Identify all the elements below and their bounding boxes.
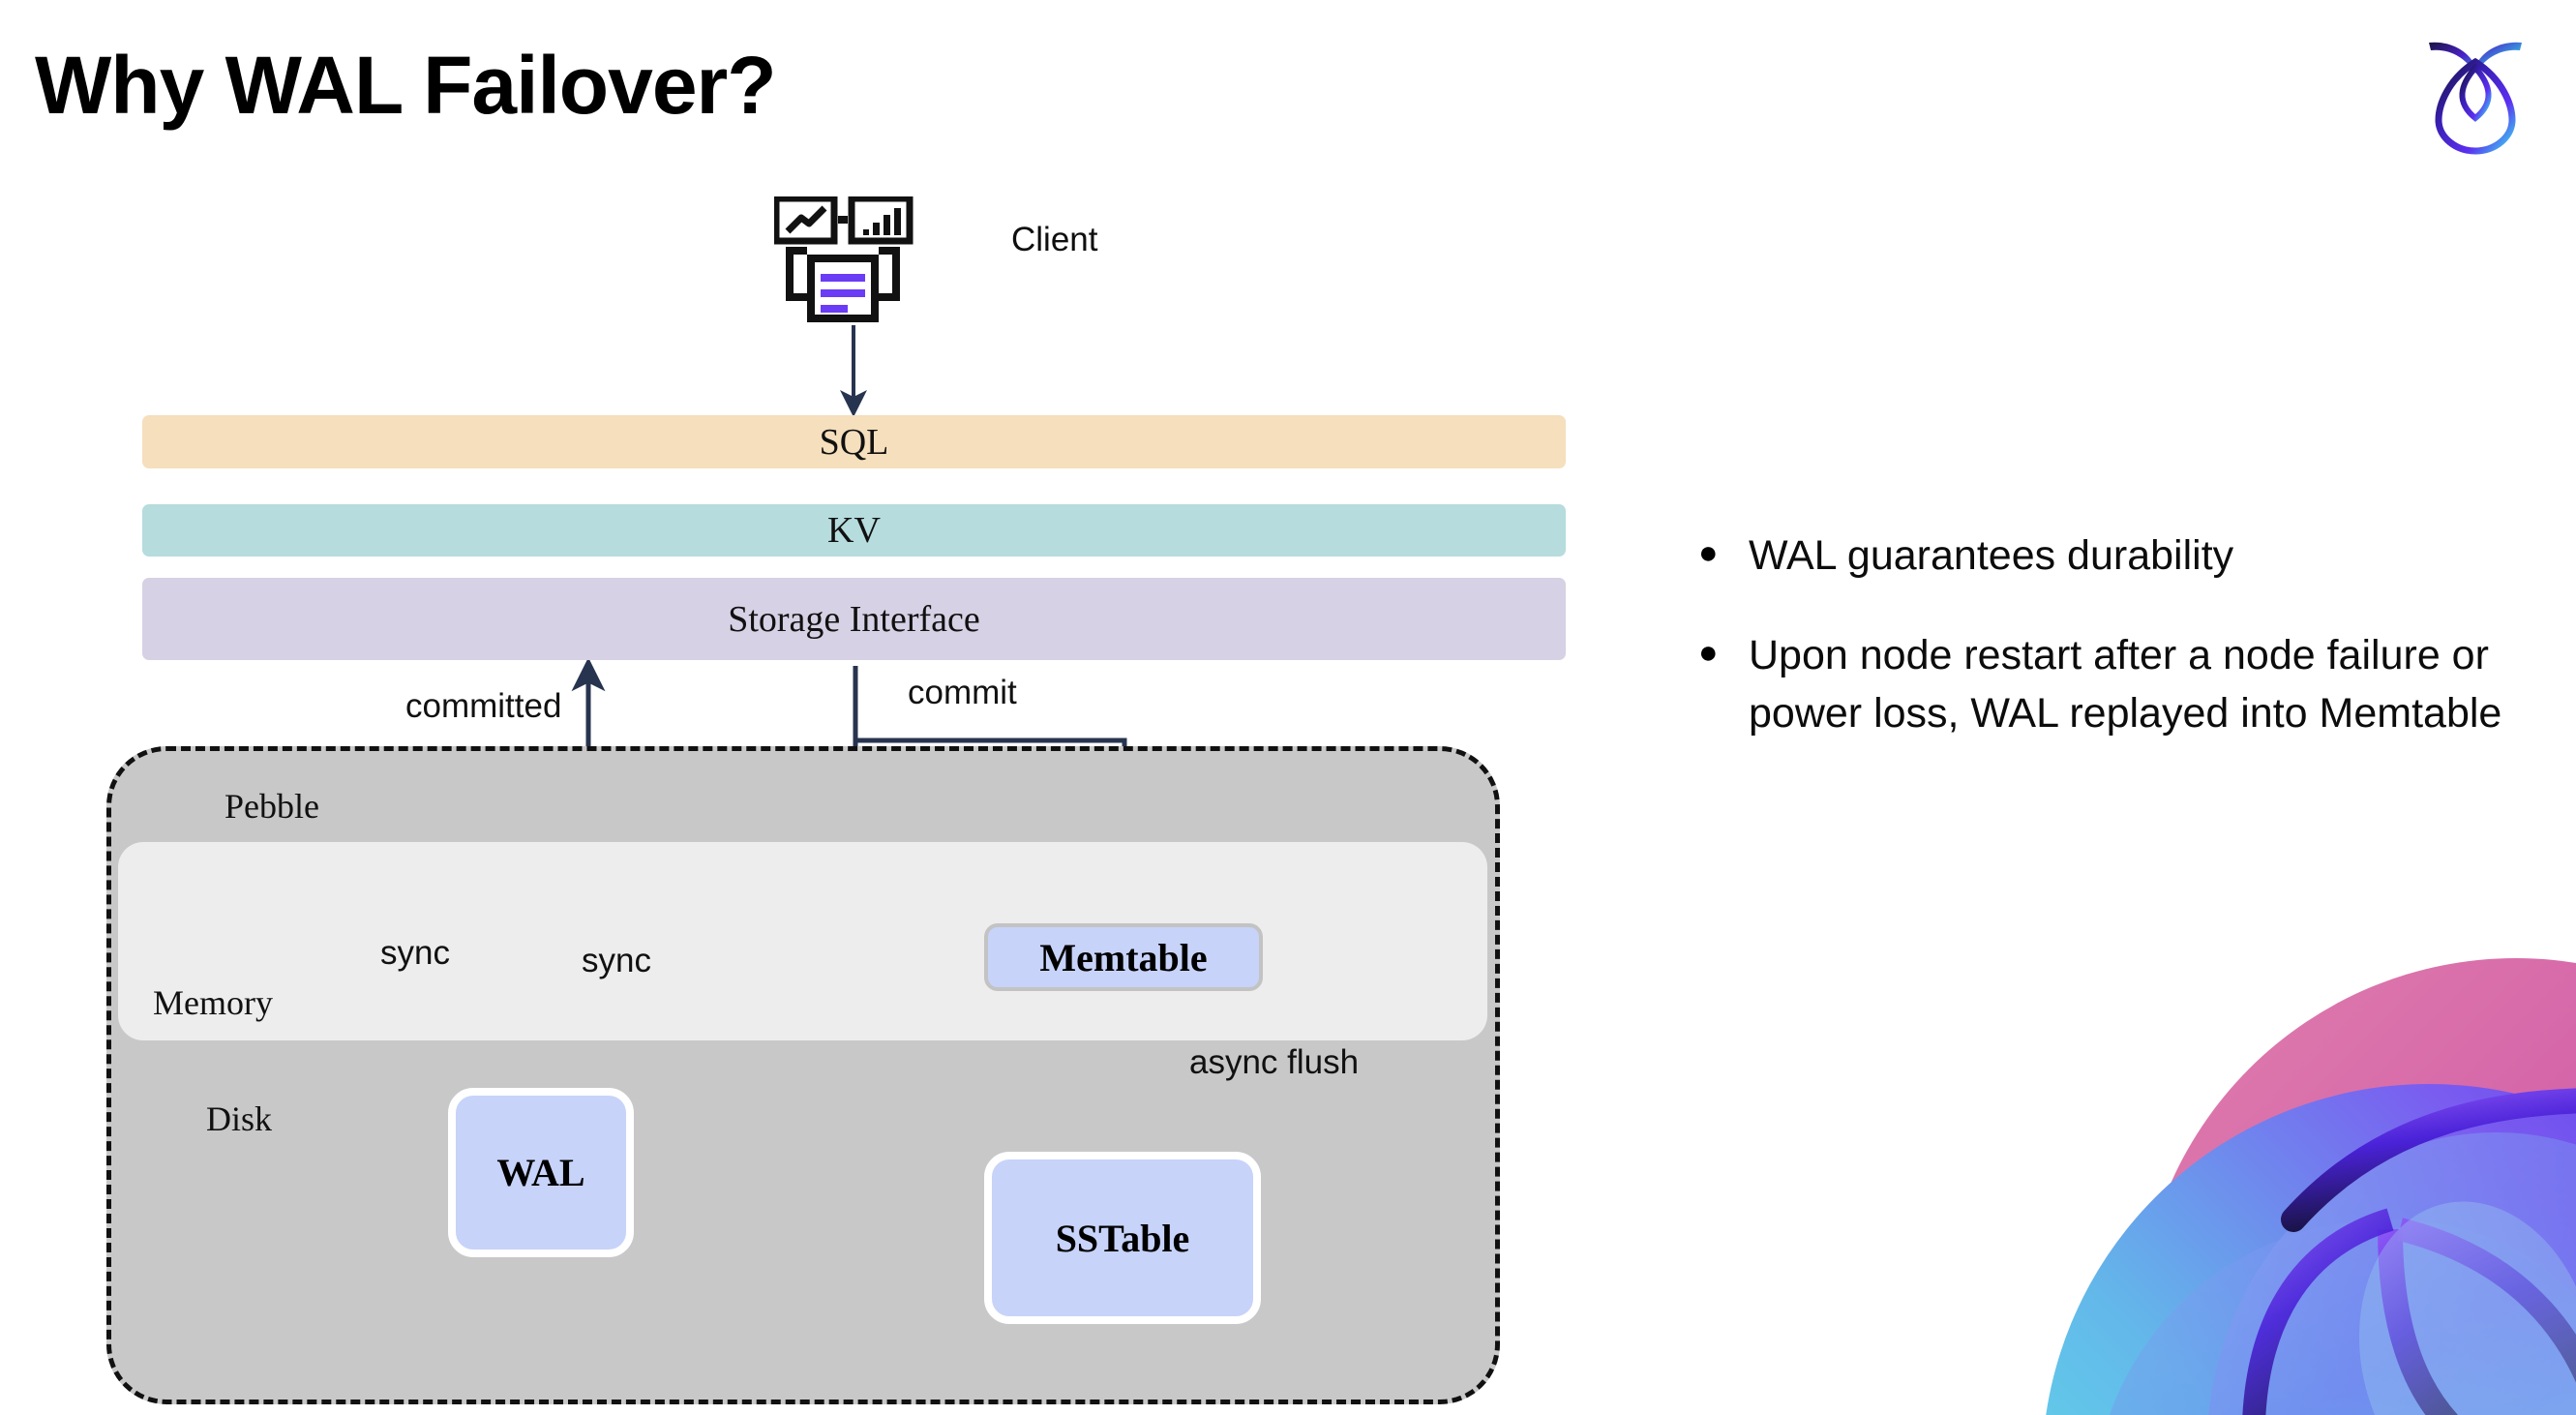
layer-kv[interactable]: KV xyxy=(142,504,1566,557)
memory-zone xyxy=(118,842,1487,1040)
layer-sql[interactable]: SQL xyxy=(142,415,1566,468)
node-wal[interactable]: WAL xyxy=(448,1088,634,1257)
disk-label: Disk xyxy=(206,1099,273,1138)
bullet-marker-icon: ● xyxy=(1698,534,1719,571)
list-item: ● Upon node restart after a node failure… xyxy=(1698,627,2511,742)
bullet-text: Upon node restart after a node failure o… xyxy=(1749,632,2502,737)
cockroachdb-logo-icon xyxy=(2417,29,2533,155)
edge-label-committed: committed xyxy=(405,687,562,725)
list-item: ● WAL guarantees durability xyxy=(1698,527,2511,585)
edge-label-commit: commit xyxy=(908,674,1017,711)
edge-label-sync-up: sync xyxy=(380,934,450,972)
pebble-label: Pebble xyxy=(225,787,319,826)
memory-label: Memory xyxy=(153,983,273,1022)
layer-storage-interface[interactable]: Storage Interface xyxy=(142,578,1566,660)
bullet-list: ● WAL guarantees durability ● Upon node … xyxy=(1698,527,2511,785)
page-title: Why WAL Failover? xyxy=(35,40,777,131)
node-sstable[interactable]: SSTable xyxy=(984,1152,1261,1324)
cockroachdb-watermark-art xyxy=(1974,929,2576,1415)
node-memtable[interactable]: Memtable xyxy=(984,923,1263,991)
client-dashboard-icon xyxy=(772,195,927,325)
edge-label-async-flush: async flush xyxy=(1189,1043,1360,1081)
bullet-marker-icon: ● xyxy=(1698,634,1719,672)
architecture-diagram: Client SQL KV Storage Interface Pebble M… xyxy=(106,195,1566,1404)
client-label: Client xyxy=(1011,221,1098,258)
edge-label-sync-down: sync xyxy=(582,942,651,979)
bullet-text: WAL guarantees durability xyxy=(1749,532,2234,579)
